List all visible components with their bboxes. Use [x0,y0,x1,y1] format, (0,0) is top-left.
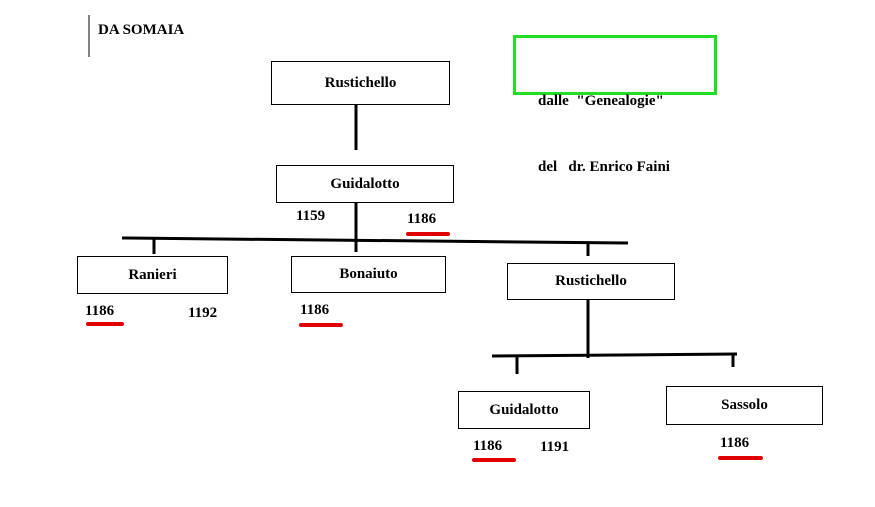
node-rustichello-2: Rustichello [507,263,675,300]
page-title: DA SOMAIA [98,22,185,38]
connector-line [121,236,629,245]
red-underline [718,456,763,460]
node-rustichello-root: Rustichello [271,61,450,105]
year-label-highlighted: 1186 [300,302,330,318]
year-label: 1192 [188,305,218,321]
year-label-highlighted: 1186 [720,435,750,451]
node-guidalotto-1: Guidalotto [276,165,454,203]
source-note-line2: del dr. Enrico Faini [538,159,670,175]
red-underline [406,232,450,236]
node-sassolo: Sassolo [666,386,823,425]
year-label-highlighted: 1186 [85,303,115,319]
node-ranieri: Ranieri [77,256,228,294]
year-label: 1159 [296,208,326,224]
year-label: 1191 [540,439,570,455]
source-note: dalle "Genealogie" del dr. Enrico Faini [513,35,717,175]
red-underline [86,322,124,326]
connector-line [491,352,738,358]
source-note-line1: dalle "Genealogie" [538,93,664,109]
node-guidalotto-2: Guidalotto [458,391,590,429]
year-label-highlighted: 1186 [407,211,437,227]
node-bonaiuto: Bonaiuto [291,256,446,293]
year-label-highlighted: 1186 [473,438,503,454]
red-underline [299,323,343,327]
red-underline [472,458,516,462]
